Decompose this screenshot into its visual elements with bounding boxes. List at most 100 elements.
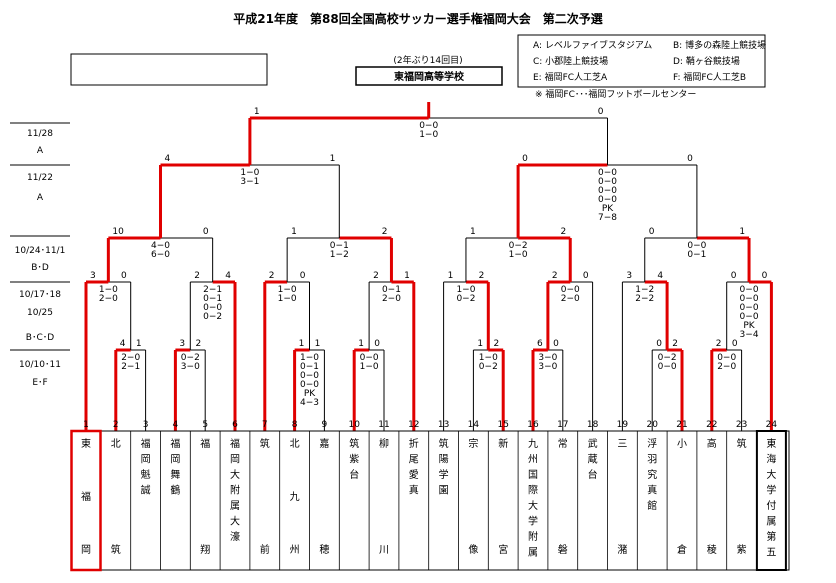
score-right: 0 — [121, 271, 127, 281]
half-score: 0−2 — [203, 312, 222, 322]
score-left: 2 — [716, 339, 722, 349]
team-number: 10 — [348, 420, 360, 430]
score-left: 1 — [477, 339, 483, 349]
venue-note: ※ 福岡FC･･･福岡フットボールセンター — [535, 88, 696, 100]
score-right: 0 — [583, 271, 589, 281]
team-name: 筑前 — [260, 437, 270, 556]
half-score: 1−0 — [360, 362, 379, 372]
half-score: 0−0 — [687, 241, 706, 251]
score-left: 2 — [269, 271, 275, 281]
round-r2-venue: B･C･D — [26, 333, 54, 343]
score-right: 1 — [739, 227, 745, 237]
half-score: 3−1 — [240, 177, 259, 187]
team-name: 福岡大附属大濠 — [230, 437, 240, 543]
half-score: PK — [602, 204, 614, 214]
half-score: 1−0 — [419, 130, 438, 140]
team-number: 22 — [706, 420, 717, 430]
half-score: 2−0 — [382, 294, 401, 304]
round-final-venue: A — [37, 146, 44, 156]
score-left: 1 — [291, 227, 297, 237]
score-right: 1 — [404, 271, 410, 281]
half-score: 0−0 — [658, 362, 677, 372]
half-score: 2−1 — [121, 362, 140, 372]
half-score: 0−0 — [561, 285, 580, 295]
score-left: 1 — [254, 107, 260, 117]
score-right: 0 — [203, 227, 209, 237]
team-name: 柳川 — [379, 437, 389, 556]
round-sf-date: 11/22 — [27, 173, 53, 183]
half-score: 0−0 — [300, 371, 319, 381]
team-number: 7 — [262, 420, 268, 430]
half-score: 1−0 — [479, 353, 498, 363]
score-right: 2 — [195, 339, 201, 349]
half-score: 2−0 — [121, 353, 140, 363]
score-right: 2 — [493, 339, 499, 349]
half-score: 0−0 — [740, 312, 759, 322]
team-name: 福翔 — [200, 437, 210, 556]
champion-name: 東福岡高等学校 — [394, 70, 465, 83]
team-row: 1東福岡2北筑3福岡魁誠4福岡舞鶴5福翔6福岡大附属大濠7筑前8北九州9嘉穂10… — [70, 420, 790, 572]
team-number: 12 — [408, 420, 419, 430]
score-right: 4 — [657, 271, 663, 281]
team-number: 24 — [766, 420, 778, 430]
round-r1-date: 10/10･11 — [19, 360, 61, 370]
team-name: 北九州 — [290, 438, 300, 556]
half-score: 0−0 — [598, 195, 617, 205]
score-right: 0 — [762, 271, 768, 281]
half-score: 0−1 — [382, 285, 401, 295]
round-final-date: 11/28 — [27, 129, 53, 139]
half-score: 2−0 — [99, 294, 118, 304]
champion-note: (2年ぶり14回目) — [393, 54, 462, 66]
team-number: 17 — [557, 420, 568, 430]
half-score: 0−2 — [181, 353, 200, 363]
half-score: 0−0 — [598, 168, 617, 178]
score-right: 0 — [687, 154, 693, 164]
score-right: 0 — [732, 339, 738, 349]
team-name: 常磐 — [558, 437, 568, 556]
half-score: 1−2 — [330, 250, 349, 260]
team-name: 福岡舞鶴 — [170, 437, 180, 497]
team-name: 嘉穂 — [319, 437, 329, 556]
score-left: 0 — [522, 154, 528, 164]
team-name: 宗像 — [468, 437, 478, 556]
half-score: 0−1 — [687, 250, 706, 260]
score-left: 4 — [165, 154, 171, 164]
round-sf-venue: A — [37, 193, 44, 203]
score-left: 1 — [299, 339, 305, 349]
half-score: 3−0 — [181, 362, 200, 372]
round-r2-date: 10/17･18 — [19, 290, 61, 300]
team-highlight — [70, 429, 102, 572]
half-score: 1−2 — [635, 285, 654, 295]
bracket-lines — [84, 102, 773, 431]
score-right: 4 — [225, 271, 231, 281]
team-number: 5 — [202, 420, 208, 430]
team-number: 19 — [617, 420, 629, 430]
half-score: 0−0 — [419, 121, 438, 131]
venue-a: A: レベルファイブスタジアム — [533, 39, 652, 51]
team-number: 14 — [468, 420, 480, 430]
team-name: 小倉 — [677, 438, 687, 556]
half-score: 0−0 — [203, 303, 222, 313]
score-left: 0 — [656, 339, 662, 349]
round-qf-date: 10/24･11/1 — [15, 246, 66, 256]
score-left: 3 — [90, 271, 96, 281]
half-score: 0−0 — [598, 177, 617, 187]
round-labels: 11/28 A 11/22 A 10/24･11/1 B･D 10/17･18 … — [10, 122, 70, 388]
score-right: 2 — [561, 227, 567, 237]
score-left: 10 — [112, 227, 124, 237]
team-number: 21 — [676, 420, 687, 430]
score-left: 4 — [120, 339, 126, 349]
score-left: 1 — [358, 339, 364, 349]
score-right: 0 — [598, 107, 604, 117]
half-score: 0−0 — [360, 353, 379, 363]
team-name: 浮羽究真館 — [647, 438, 657, 512]
half-score: 0−2 — [456, 294, 475, 304]
page-title: 平成21年度 第88回全国高校サッカー選手権福岡大会 第二次予選 — [233, 11, 602, 26]
half-score: 1−0 — [509, 250, 528, 260]
score-left: 2 — [194, 271, 200, 281]
score-left: 1 — [470, 227, 476, 237]
venue-d: D: 鞘ヶ谷競技場 — [673, 55, 740, 67]
score-left: 3 — [179, 339, 185, 349]
score-left: 2 — [552, 271, 558, 281]
